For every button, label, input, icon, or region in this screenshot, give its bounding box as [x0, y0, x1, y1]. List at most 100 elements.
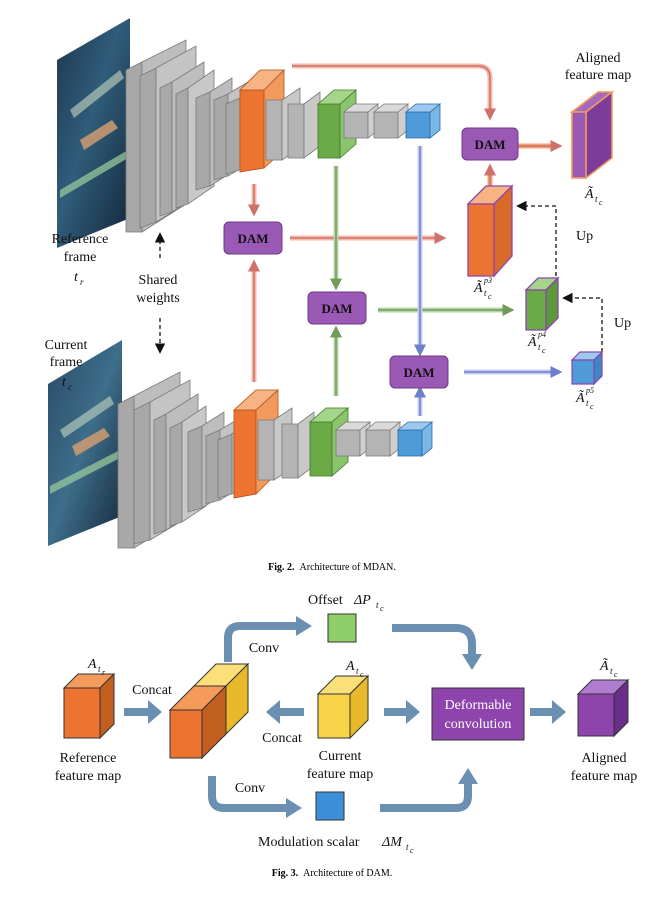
conv-arrow-down — [208, 776, 286, 812]
svg-text:t: t — [538, 342, 541, 352]
svg-text:r: r — [80, 277, 84, 287]
modulation-to-deform-arrow — [380, 782, 472, 812]
svg-text:t: t — [376, 600, 379, 610]
svg-text:p4: p4 — [537, 330, 546, 339]
current-frame-symbol: t c — [62, 375, 72, 392]
svg-text:ΔM: ΔM — [381, 835, 403, 850]
svg-text:DAM: DAM — [237, 231, 268, 246]
conv-arrow-up-head — [296, 616, 312, 636]
dam-box-orange: DAM — [223, 221, 283, 255]
conv-label-bottom: Conv — [235, 781, 265, 796]
shared-weights-label-2: weights — [136, 291, 180, 306]
current-frame-label-2: frame — [50, 355, 83, 370]
reference-frame-label-1: Reference — [52, 232, 109, 247]
dam-box-top: DAM — [461, 127, 519, 161]
svg-text:t: t — [586, 398, 589, 408]
svg-text:Ã: Ã — [527, 333, 537, 350]
offset-label: Offset ΔP t c — [308, 593, 384, 613]
p5-feature-cube — [570, 350, 604, 386]
offset-square — [327, 613, 357, 643]
svg-text:Ã: Ã — [473, 279, 483, 296]
svg-text:p5: p5 — [585, 386, 594, 395]
fig3-caption: Fig. 3.Architecture of DAM. — [272, 868, 393, 879]
svg-text:DAM: DAM — [321, 301, 352, 316]
svg-text:c: c — [380, 604, 384, 613]
blue-level-arrows — [414, 146, 563, 416]
svg-text:Ã: Ã — [575, 389, 585, 406]
p3-symbol: Ã p3 t c — [473, 276, 492, 301]
svg-text:DAM: DAM — [403, 365, 434, 380]
concat-arrow-left — [266, 700, 304, 724]
current-encoder-stack — [117, 371, 434, 549]
concat-arrow-right — [124, 700, 162, 724]
svg-text:c: c — [360, 670, 364, 679]
svg-text:A: A — [345, 659, 355, 674]
upsample-arrows — [516, 200, 603, 352]
up-label-2: Up — [614, 316, 631, 331]
svg-text:t: t — [62, 375, 67, 390]
aligned-feature-map-label-1: Aligned — [575, 51, 620, 66]
svg-text:c: c — [590, 402, 594, 411]
svg-text:t: t — [98, 664, 101, 674]
conv-arrow-down-head — [286, 798, 302, 818]
svg-text:Ã: Ã — [584, 185, 594, 202]
svg-text:c: c — [410, 846, 414, 855]
svg-text:Modulation scalar: Modulation scalar — [258, 835, 360, 850]
green-level-arrows — [330, 166, 515, 396]
svg-text:t: t — [610, 666, 613, 676]
concat-label-top: Concat — [132, 683, 172, 698]
svg-text:ΔP: ΔP — [353, 593, 371, 608]
svg-text:t: t — [484, 288, 487, 298]
aligned-feature-cube — [569, 90, 615, 180]
dam-box-green: DAM — [307, 291, 367, 325]
fig2-mdan-diagram: DAM DAM DAM DAM — [45, 18, 631, 573]
current-frame-image — [48, 340, 122, 546]
aligned-output-label-2: feature map — [571, 769, 637, 784]
p5-symbol: Ã p5 t c — [575, 386, 594, 411]
aligned-feature-map-label-2: feature map — [565, 68, 631, 83]
svg-text:t: t — [595, 194, 598, 204]
aligned-output-cube — [576, 678, 630, 738]
modulation-square — [315, 791, 345, 821]
current-feature-symbol: A t c — [345, 659, 364, 679]
aligned-symbol: Ã t c — [584, 185, 603, 207]
up-label-1: Up — [576, 229, 593, 244]
svg-text:r: r — [102, 668, 106, 677]
p3-feature-cube — [466, 184, 514, 278]
current-feature-cube — [316, 674, 370, 740]
reference-feature-cube — [62, 672, 116, 740]
svg-text:c: c — [542, 346, 546, 355]
svg-text:DAM: DAM — [474, 137, 505, 152]
reference-frame-image — [57, 18, 130, 248]
svg-text:t: t — [406, 842, 409, 852]
deformable-convolution-box: Deformable convolution — [431, 687, 525, 741]
offset-to-deform-head — [462, 654, 482, 670]
svg-text:t: t — [356, 666, 359, 676]
current-feature-label-2: feature map — [307, 767, 373, 782]
svg-text:c: c — [599, 198, 603, 207]
aligned-output-symbol: Ã t c — [599, 657, 618, 679]
svg-text:Offset: Offset — [308, 593, 343, 608]
reference-frame-label-2: frame — [64, 250, 97, 265]
reference-feature-label-1: Reference — [60, 751, 117, 766]
orange-level-arrows — [248, 63, 496, 382]
fig2-caption: Fig. 2.Architecture of MDAN. — [268, 562, 396, 573]
concat-feature-cube — [168, 662, 250, 760]
conv-label-top: Conv — [249, 641, 279, 656]
svg-text:A: A — [87, 657, 97, 672]
dam-box-blue: DAM — [389, 355, 449, 389]
p4-symbol: Ã p4 t c — [527, 330, 546, 355]
svg-text:c: c — [488, 292, 492, 301]
aligned-output-label-1: Aligned — [581, 751, 626, 766]
svg-text:c: c — [68, 382, 72, 392]
conv-arrow-up — [224, 622, 296, 662]
current-feature-label-1: Current — [319, 749, 362, 764]
svg-text:Ã: Ã — [599, 657, 609, 674]
p4-feature-cube — [524, 276, 560, 332]
svg-text:t: t — [74, 270, 79, 285]
current-frame-label-1: Current — [45, 338, 88, 353]
modulation-to-deform-head — [458, 768, 478, 784]
modulation-label: Modulation scalar ΔM t c — [258, 835, 414, 855]
reference-encoder-stack — [125, 39, 442, 233]
